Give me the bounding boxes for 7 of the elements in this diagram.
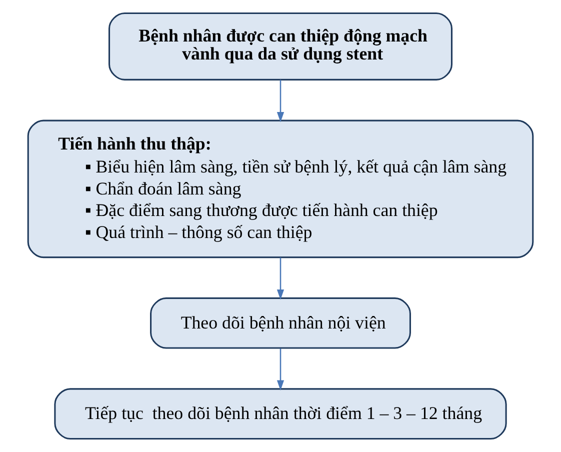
node-box: Bệnh nhân được can thiệp động mạch vành qua da sử dụng stent — [108, 12, 452, 80]
arrow — [276, 258, 284, 300]
node-box: Tiếp tục theo dõi bệnh nhân thời điểm 1 – 3 – 12 tháng — [54, 388, 507, 440]
node-box: Tiến hành thu thập: ▪ Biểu hiện lâm sàng, tiền sử bệnh lý, kết quả cận lâm sàng ▪ Chẩn đoán lâm sàng ▪ Đặc điểm sang thương được tiến hành can thiệp ▪ Quá trình – thông số can thiệp — [27, 120, 534, 258]
node-box: Theo dõi bệnh nhân nội viện — [150, 297, 411, 349]
arrow — [276, 348, 284, 390]
arrow — [276, 80, 284, 122]
